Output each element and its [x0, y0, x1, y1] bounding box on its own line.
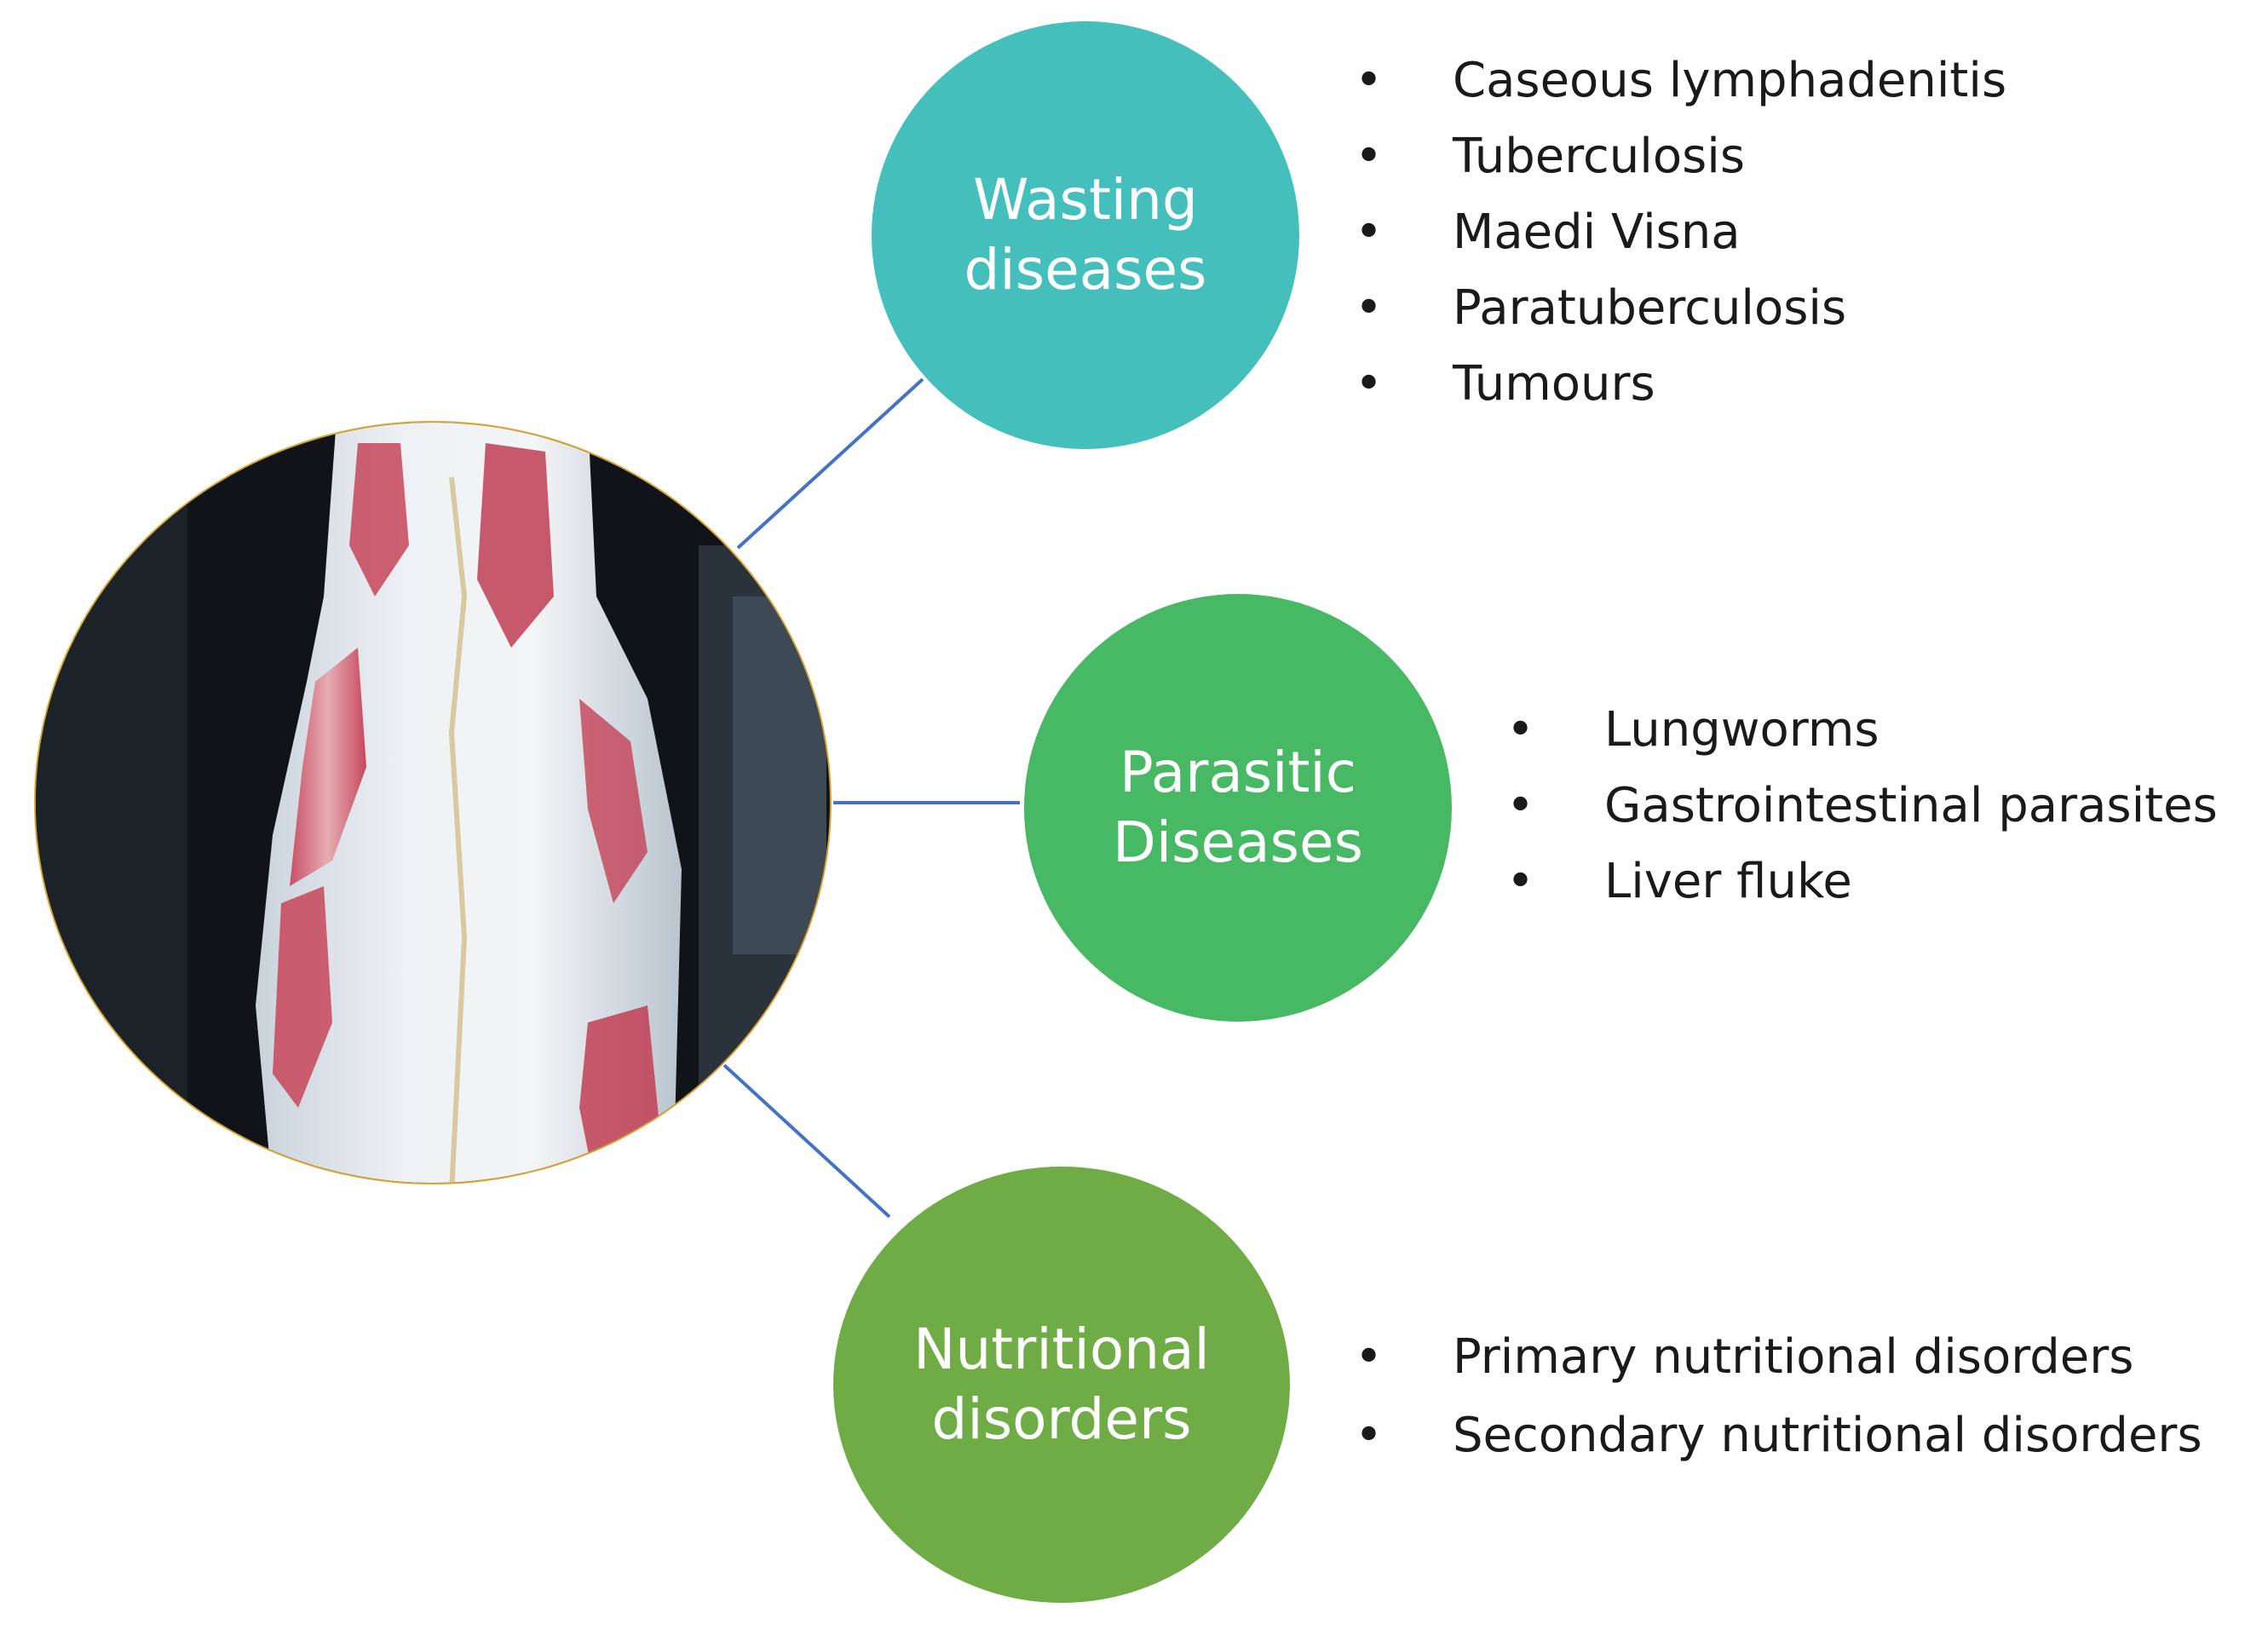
list-parasitic-diseases: • Lungworms • Gastrointestinal parasites •… [1506, 692, 2218, 919]
list-item-text: Tumours [1453, 356, 1655, 412]
list-item: • Paratuberculosis [1355, 270, 2006, 346]
list-nutritional-disorders: • Primary nutritional disorders • Secondar… [1355, 1318, 2202, 1475]
list-item-text: Maedi Visna [1453, 205, 1741, 260]
bullet-icon: • [1506, 778, 1535, 833]
list-item: • Tuberculosis [1355, 118, 2006, 194]
node-wasting-diseases: Wasting diseases [872, 21, 1299, 449]
node-parasitic-diseases: Parasitic Diseases [1024, 594, 1452, 1022]
bullet-icon: • [1355, 129, 1384, 184]
list-item-text: Caseous lymphadenitis [1453, 53, 2007, 108]
list-item-text: Gastrointestinal parasites [1604, 778, 2218, 833]
list-item: • Caseous lymphadenitis [1355, 43, 2007, 118]
list-item: • Primary nutritional disorders [1355, 1318, 2202, 1397]
list-wasting-diseases: • Caseous lymphadenitis • Tuberculosis • Ma… [1355, 43, 2007, 422]
bullet-icon: • [1506, 854, 1535, 909]
list-item-text: Paratuberculosis [1453, 280, 1847, 336]
list-item-text: Secondary nutritional disorders [1453, 1408, 2202, 1463]
list-item: • Lungworms [1506, 692, 2218, 768]
node-wasting-label: Wasting diseases [964, 166, 1207, 303]
list-item-text: Liver fluke [1604, 854, 1852, 909]
list-item: • Maedi Visna [1355, 194, 2006, 270]
bullet-icon: • [1355, 53, 1384, 108]
bullet-icon: • [1355, 280, 1384, 336]
list-item: • Gastrointestinal parasites [1506, 768, 2218, 844]
bullet-icon: • [1355, 1408, 1384, 1463]
carcass-photo [34, 421, 832, 1184]
node-parasitic-label: Parasitic Diseases [1113, 739, 1363, 876]
connector-wasting [736, 377, 924, 550]
node-nutritional-disorders: Nutritional disorders [833, 1167, 1290, 1603]
list-item-text: Tuberculosis [1453, 129, 1745, 184]
list-item: • Liver fluke [1506, 844, 2218, 919]
list-item-text: Lungworms [1604, 702, 1879, 758]
list-item: • Secondary nutritional disorders [1355, 1397, 2202, 1475]
bullet-icon: • [1355, 205, 1384, 260]
list-item-text: Primary nutritional disorders [1453, 1329, 2134, 1385]
bullet-icon: • [1355, 1329, 1384, 1385]
node-nutritional-label: Nutritional disorders [913, 1316, 1210, 1453]
connector-nutritional [722, 1063, 891, 1219]
bullet-icon: • [1355, 356, 1384, 412]
list-item: • Tumours [1355, 346, 2006, 422]
bullet-icon: • [1506, 702, 1535, 758]
